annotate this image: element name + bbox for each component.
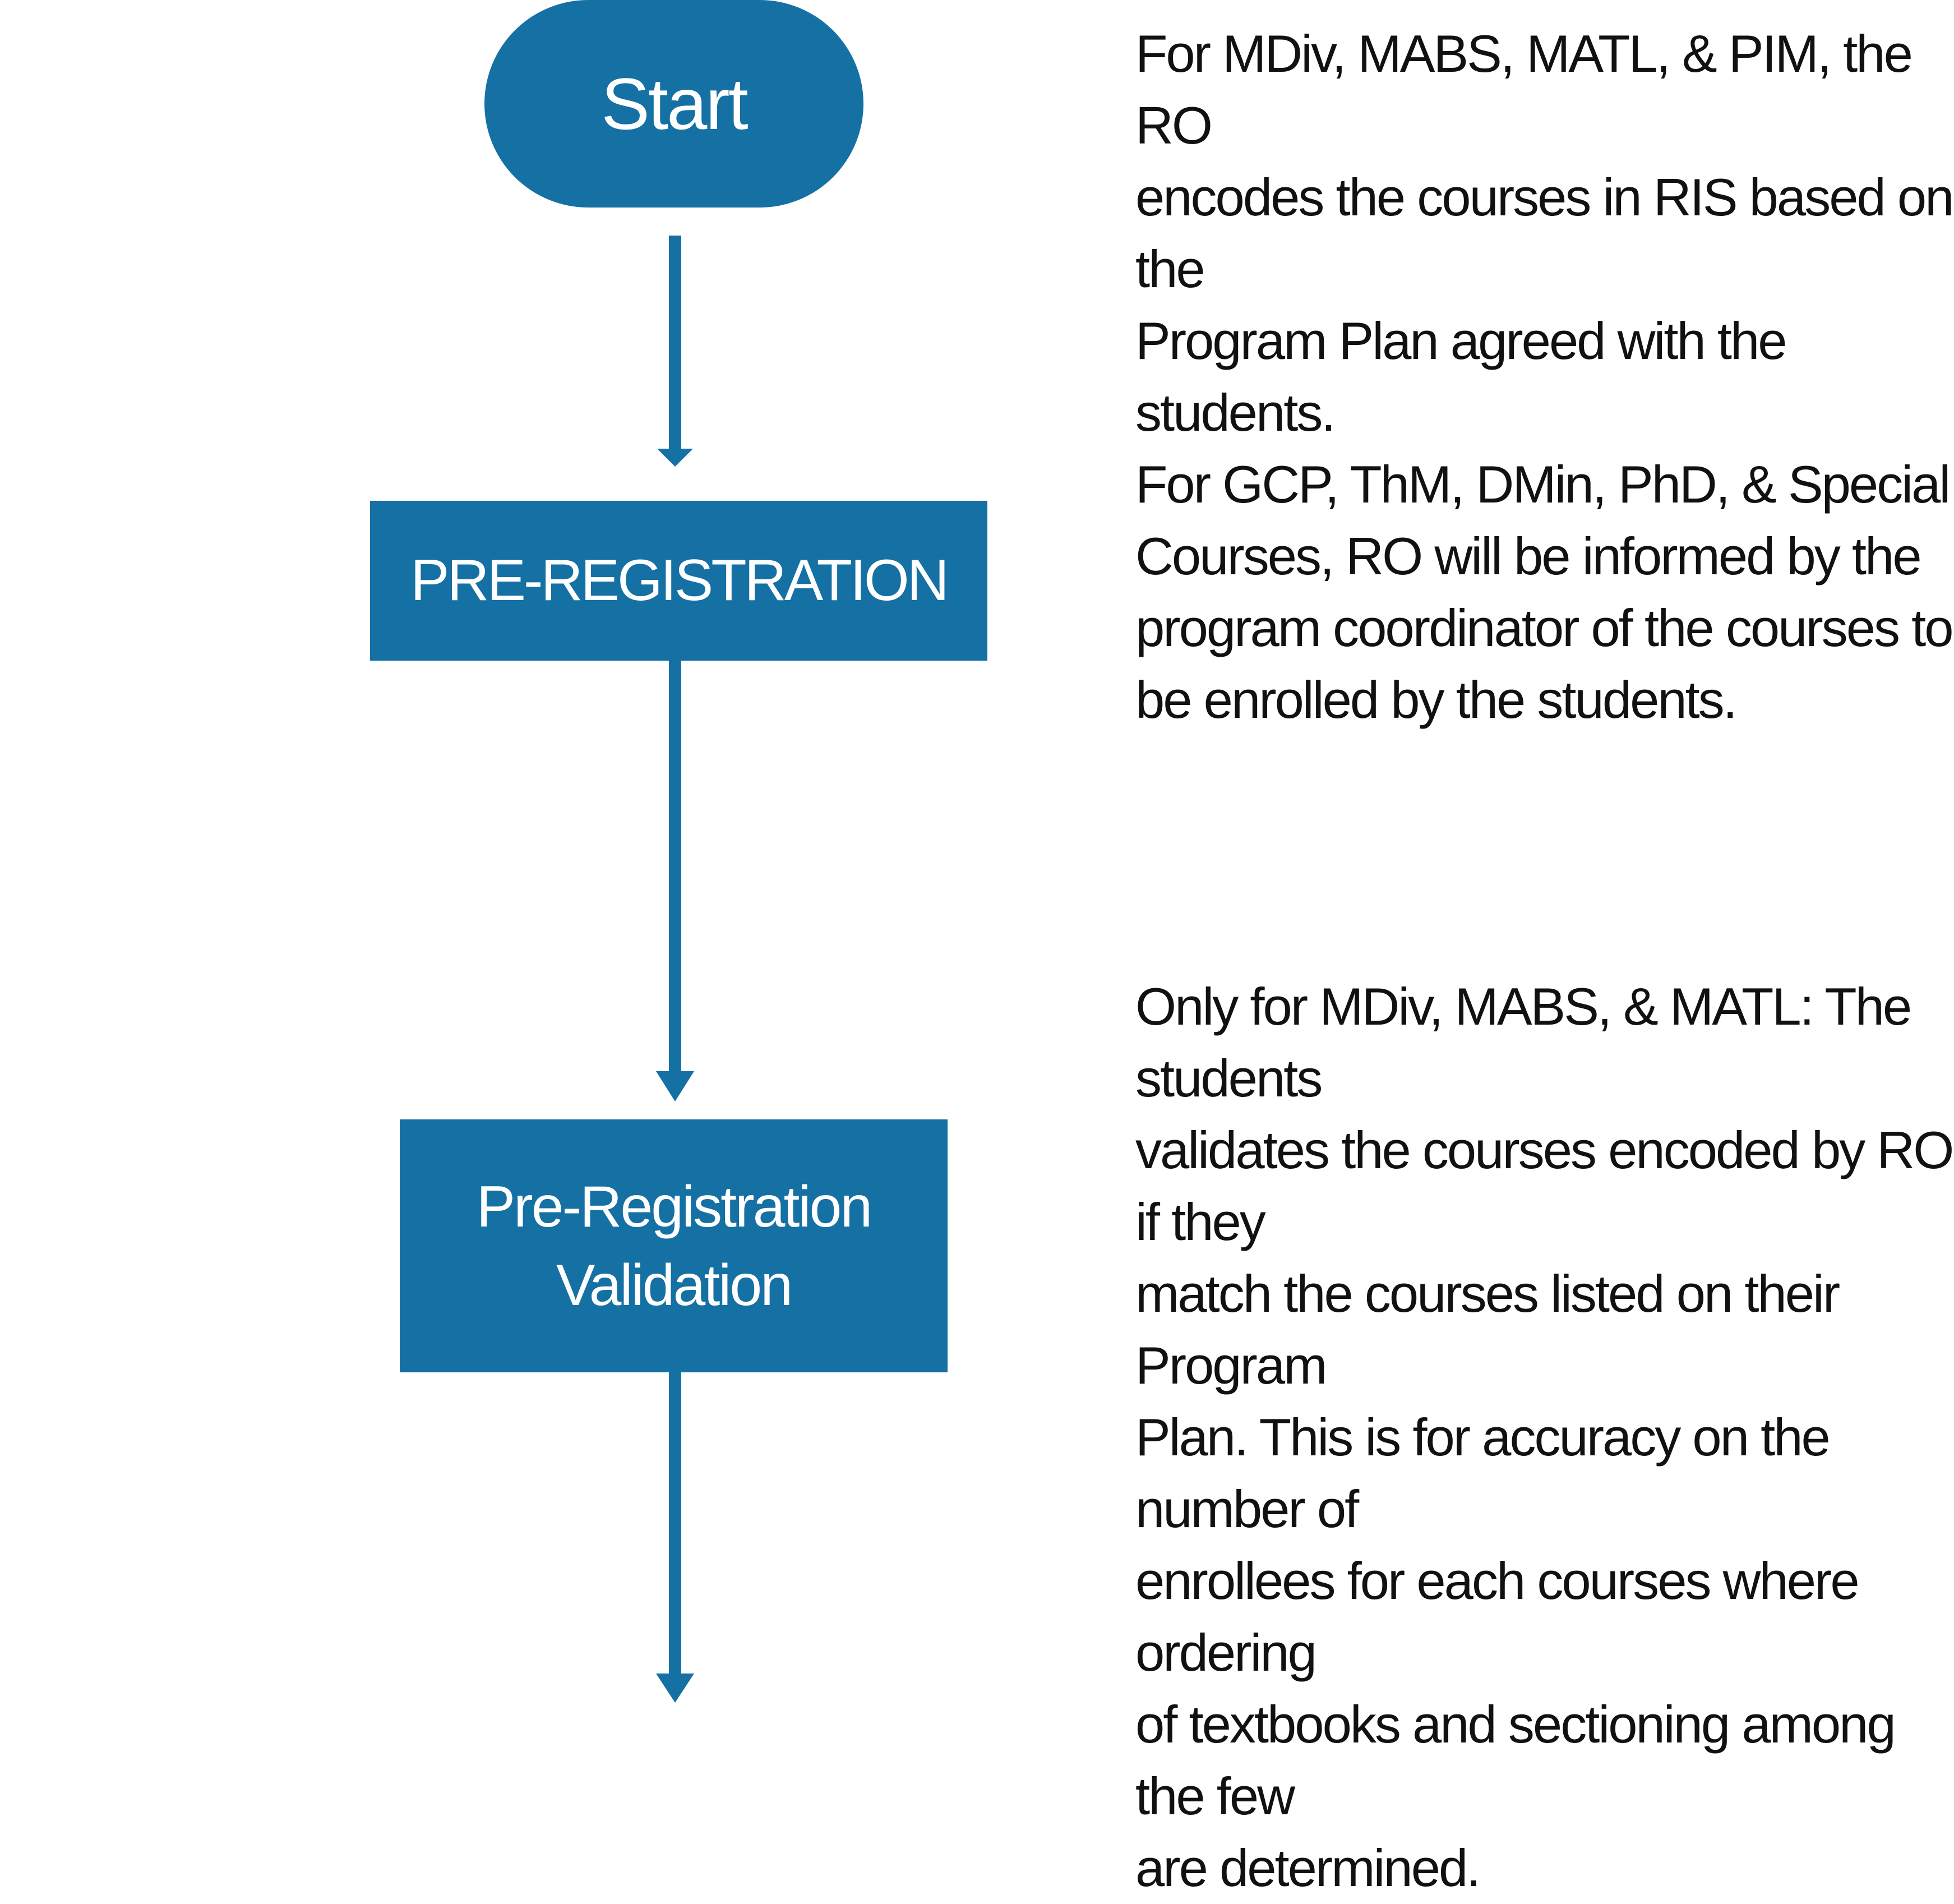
validation-note: Only for MDiv, MABS, & MATL: The student… — [1135, 977, 1954, 1897]
start-terminator: Start — [484, 0, 863, 208]
arrow-start-to-preregistration-line — [669, 236, 681, 450]
start-label: Start — [601, 63, 749, 145]
validation-label-line-1: Pre-Registration — [476, 1174, 872, 1239]
pre-registration-label: PRE-REGISTRATION — [410, 548, 949, 613]
arrow-preregistration-to-validation-line — [669, 661, 681, 1073]
arrow-validation-to-next-line — [669, 1372, 681, 1676]
arrow-validation-to-next-head — [656, 1674, 694, 1703]
flow-connectors — [656, 236, 694, 1703]
validation-label-line-2: Validation — [556, 1252, 793, 1318]
pre-registration-note: For MDiv, MABS, MATL, & PIM, the RO enco… — [1135, 24, 1954, 729]
process-pre-registration-validation: Pre-Registration Validation — [400, 1119, 948, 1372]
arrow-preregistration-to-validation-head — [656, 1071, 694, 1101]
process-pre-registration: PRE-REGISTRATION — [370, 501, 987, 661]
arrow-start-to-preregistration-head — [657, 449, 693, 467]
